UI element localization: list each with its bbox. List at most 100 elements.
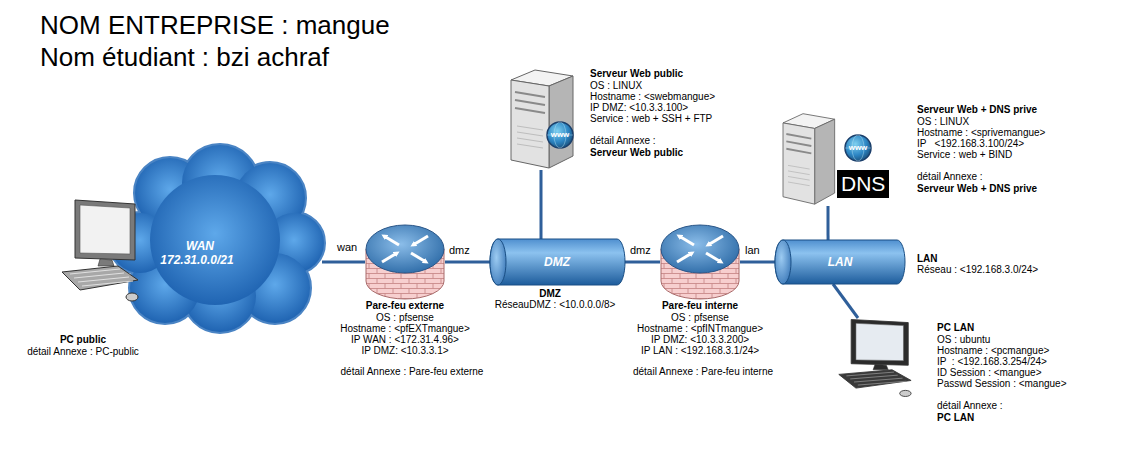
pc-icon — [58, 198, 140, 303]
icon-part — [150, 175, 280, 305]
node-text: détail Annexe : PC-public — [0, 346, 203, 358]
pc-lan: PC LANOS : ubuntuHostname : <pcmangue>IP… — [835, 318, 913, 398]
icon-part — [851, 320, 908, 366]
icon-part — [856, 323, 904, 360]
pc-public: PC publicdétail Annexe : PC-public — [58, 198, 140, 303]
node-text: OS : ubuntu — [937, 334, 990, 346]
node-text: IP DMZ: <10.3.3.1> — [285, 345, 525, 357]
icon-part — [126, 293, 138, 301]
node-text: IP DMZ: <10.3.3.200> — [580, 334, 820, 346]
node-text: Serveur Web + DNS prive — [917, 183, 1037, 195]
node-text: DNS — [837, 170, 889, 198]
icon-part — [783, 123, 815, 204]
icon-part — [382, 253, 397, 262]
node-text: Pare-feu interne — [580, 300, 820, 312]
icon-part — [549, 76, 573, 168]
icon-part — [661, 225, 739, 273]
subtitle-label: Nom étudiant : bzi achraf — [40, 42, 329, 72]
icon-part — [110, 145, 324, 332]
node-text: ID Session : <mangue> — [937, 367, 1042, 379]
dmz-band: DMZDMZRéseauDMZ : <10.0.0.0/8> — [490, 239, 625, 285]
network-link — [540, 170, 543, 239]
node-text: détail Annexe : — [590, 135, 656, 147]
private-server: Serveur Web + DNS priveOS : LINUXHostnam… — [778, 110, 838, 206]
node-text: www — [440, 130, 680, 140]
icon-part — [150, 175, 280, 305]
node-text: IP DMZ: <10.3.3.100> — [590, 102, 688, 114]
node-text: Service : web + SSH + FTP — [590, 113, 712, 125]
node-text: Hostname : <sprivemangue> — [917, 127, 1045, 139]
icon-part — [98, 259, 114, 266]
node-text: Serveur Web + DNS prive — [917, 104, 1037, 116]
icon-part — [900, 390, 911, 396]
node-text: OS : LINUX — [917, 116, 969, 128]
page-title: NOM ENTREPRISE : mangue — [40, 10, 390, 40]
icon-part — [788, 165, 810, 185]
node-text: détail Annexe : Pare-feu interne — [583, 366, 823, 378]
wan-cloud: WAN172.31.0.0/21 — [110, 148, 322, 328]
node-text: Hostname : <swebmangue> — [590, 91, 715, 103]
icon-part — [411, 253, 426, 262]
node-text: OS : pfsense — [580, 312, 820, 324]
internal-firewall: Pare-feu interneOS : pfsenseHostname : <… — [660, 223, 740, 301]
interface-label: dmz — [449, 244, 470, 256]
node-text: détail Annexe : — [937, 400, 1003, 412]
icon-part — [677, 253, 692, 262]
node-text: Serveur Web public — [590, 147, 683, 159]
network-link — [826, 206, 829, 240]
node-text: DMZ — [430, 288, 670, 300]
node-text: Pare-feu externe — [285, 300, 525, 312]
node-text: IP <192.168.3.100/24> — [917, 138, 1024, 150]
node-text: Passwd Session : <mangue> — [937, 378, 1067, 390]
interface-label: wan — [337, 241, 357, 253]
server-icon — [778, 110, 838, 206]
icon-part — [786, 134, 811, 153]
firewall-router-icon — [365, 223, 445, 301]
icon-part — [783, 114, 835, 204]
network-link — [445, 261, 490, 264]
icon-part — [70, 269, 133, 286]
node-text: IP WAN : <172.31.4.96> — [285, 334, 525, 346]
node-text: Hostname : <pcmangue> — [937, 345, 1049, 357]
icon-part — [873, 364, 888, 369]
icon-part — [839, 370, 911, 388]
node-text: Hostname : <pfEXTmangue> — [285, 323, 525, 335]
icon-part — [413, 236, 428, 245]
server-icon — [505, 66, 577, 170]
icon-part — [517, 126, 543, 148]
node-text: Service : web + BIND — [917, 149, 1012, 161]
icon-part — [62, 266, 138, 290]
node-text: PC public — [0, 334, 203, 346]
node-text: LAN — [917, 253, 938, 265]
icon-part — [511, 80, 549, 168]
icon-part — [839, 320, 911, 397]
cloud-shape — [110, 148, 322, 328]
icon-part — [511, 70, 573, 168]
icon-part — [679, 236, 694, 245]
icon-part — [706, 253, 721, 262]
icon-part — [815, 119, 835, 204]
node-text: OS : pfsense — [285, 312, 525, 324]
lan-band: LANLANRéseau : <192.168.3.0/24> — [775, 240, 905, 284]
node-text: Serveur Web public — [590, 68, 683, 80]
network-link — [322, 260, 365, 263]
node-text: PC LAN — [937, 412, 974, 424]
icon-part — [490, 239, 506, 285]
network-link — [740, 261, 775, 264]
interface-label: lan — [745, 244, 760, 256]
node-text: IP : <192.168.3.254/24> — [937, 356, 1047, 368]
icon-part — [366, 225, 444, 273]
icon-part — [62, 200, 138, 301]
node-text: OS : LINUX — [590, 80, 642, 92]
network-link — [625, 261, 660, 264]
node-text: détail Annexe : — [917, 171, 983, 183]
node-text: RéseauDMZ : <10.0.0.0/8> — [435, 299, 675, 311]
icon-part — [515, 92, 545, 113]
icon-part — [708, 236, 723, 245]
icon-part — [366, 225, 444, 299]
node-text: IP LAN : <192.168.3.1/24> — [580, 345, 820, 357]
pc-icon — [835, 318, 913, 398]
icon-part — [846, 372, 906, 385]
node-text: PC LAN — [937, 322, 974, 334]
